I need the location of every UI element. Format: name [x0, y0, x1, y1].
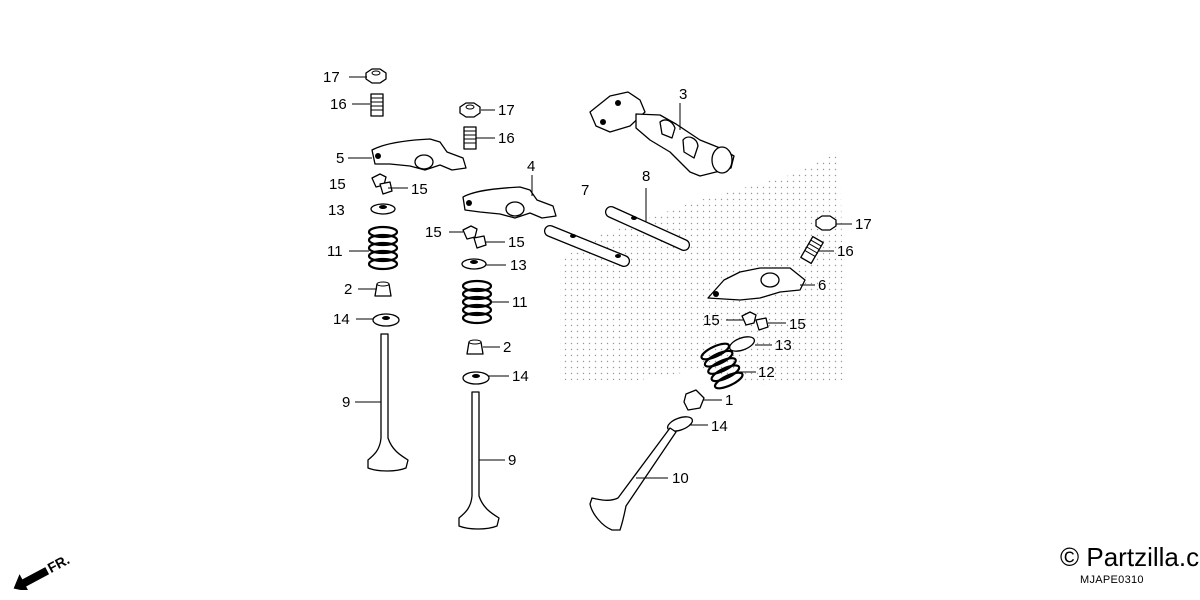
spring-seat-14-right: [666, 416, 694, 432]
adjust-screw-16-center: [463, 126, 477, 150]
callout-17: 17: [323, 69, 340, 86]
valve-spring-11-left: [367, 225, 399, 271]
rocker-shaft-8: [605, 205, 690, 252]
valve-spring-11-center: [461, 279, 493, 325]
cotter-15-left-b: [379, 181, 393, 195]
rocker-shafts: [544, 205, 690, 268]
valve-spring-12: [700, 342, 744, 390]
rocker-arm-4: [462, 186, 557, 219]
callout-14: 14: [333, 311, 350, 328]
callout-3: 3: [679, 86, 687, 103]
front-direction-arrow-icon: FR.: [13, 551, 72, 590]
callout-7: 7: [581, 182, 589, 199]
retainer-13-right: [728, 336, 756, 352]
callout-1: 1: [725, 392, 733, 409]
callout-15: 15: [329, 176, 346, 193]
callout-16: 16: [498, 130, 515, 147]
callout-13: 13: [510, 257, 527, 274]
callout-15: 15: [411, 181, 428, 198]
callout-9: 9: [508, 452, 516, 469]
callout-14: 14: [711, 418, 728, 435]
callout-6: 6: [818, 277, 826, 294]
watermark-text: © Partzilla.c: [1060, 542, 1200, 572]
cotter-15-center-a: [462, 225, 478, 240]
callout-2: 2: [503, 339, 511, 356]
callout-13: 13: [775, 337, 792, 354]
callout-16: 16: [330, 96, 347, 113]
adjust-screw-16-left: [370, 93, 384, 117]
front-indicator-label: FR.: [45, 551, 72, 576]
nut-17-left: [365, 68, 387, 84]
callout-9: 9: [342, 394, 350, 411]
callout-10: 10: [672, 470, 689, 487]
engine-head-outline: [560, 150, 845, 385]
callout-16: 16: [837, 243, 854, 260]
cotter-15-right-b: [755, 317, 769, 331]
callout-17: 17: [855, 216, 872, 233]
callout-2: 2: [344, 281, 352, 298]
callout-5: 5: [336, 150, 344, 167]
valve-9-left: [367, 333, 409, 472]
cotter-15-right-a: [741, 311, 757, 326]
callout-8: 8: [642, 168, 650, 185]
callout-4: 4: [527, 158, 535, 175]
diagram-code: MJAPE0310: [1080, 574, 1144, 586]
nut-17-right: [815, 215, 837, 231]
camshaft-3: [589, 91, 735, 177]
stem-seal-1: [683, 389, 705, 411]
callout-12: 12: [758, 364, 775, 381]
callout-labels: 17 16 5 15 15 13 11 2 14 9 17 16 4 7 8 3…: [323, 69, 872, 487]
right-valve-assembly: [589, 215, 837, 531]
callout-17: 17: [498, 102, 515, 119]
left-valve-assembly: [365, 68, 467, 472]
valve-10: [589, 427, 677, 531]
callout-15: 15: [508, 234, 525, 251]
cotter-15-center-b: [473, 235, 487, 249]
adjust-screw-16-right: [800, 235, 824, 265]
rocker-arm-6: [707, 267, 806, 301]
callout-15: 15: [703, 312, 720, 329]
callout-13: 13: [328, 202, 345, 219]
leader-lines: [348, 76, 852, 479]
nut-17-center: [459, 102, 481, 118]
callout-14: 14: [512, 368, 529, 385]
rocker-shaft-7: [544, 224, 630, 268]
callout-11: 11: [512, 294, 528, 311]
callout-15: 15: [425, 224, 442, 241]
callout-15: 15: [789, 316, 806, 333]
callout-11: 11: [327, 243, 343, 260]
rocker-arm-5: [371, 138, 467, 171]
